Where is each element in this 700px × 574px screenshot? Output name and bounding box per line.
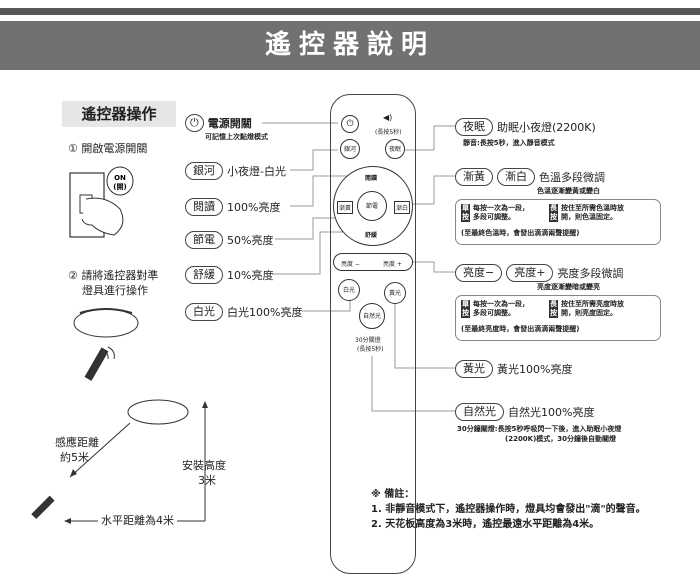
color-info-box: 單按每按一次為一段，多段可調整。 長按按住至所需色溫時放開，則色溫固定。 (至最… bbox=[455, 199, 661, 245]
reading-pill: 閱讀 bbox=[185, 198, 223, 216]
brightness-plus-button[interactable]: 亮度 + bbox=[383, 261, 402, 268]
label-power: ⏻電源開關 可記憶上次點燈模式 bbox=[185, 114, 268, 142]
notes-line-2: 2. 天花板高度為3米時，遙控最遠水平距離為4米。 bbox=[371, 519, 600, 530]
bright-info-box: 單按每按一次為一段，多段可調整。 長按按住至所需亮度時放開，則亮度固定。 (至最… bbox=[455, 295, 661, 341]
label-galaxy: 銀河小夜燈-白光 bbox=[185, 162, 286, 180]
height-value: 3米 bbox=[198, 474, 216, 487]
connector-lines bbox=[262, 122, 456, 412]
yellow-light-button[interactable]: 黃光 bbox=[384, 282, 406, 304]
bright-minus-pill: 亮度− bbox=[455, 264, 503, 282]
label-night: 夜眠助眠小夜燈(2200K) 靜音:長按5秒，進入靜音模式 bbox=[455, 118, 596, 148]
label-soothe: 舒緩 10%亮度 bbox=[185, 266, 273, 284]
natural-pill: 自然光 bbox=[455, 403, 504, 421]
white-text: 白光100%亮度 bbox=[227, 306, 303, 319]
label-yellow: 黃光黃光100%亮度 bbox=[455, 360, 572, 378]
galaxy-pill: 銀河 bbox=[185, 162, 223, 180]
reading-button[interactable]: 閱讀 bbox=[365, 175, 378, 182]
label-white: 白光白光100%亮度 bbox=[185, 303, 302, 321]
power-button[interactable]: ⏻ bbox=[341, 115, 359, 133]
light-remote-illustration bbox=[73, 308, 139, 381]
power-text: 電源開關 bbox=[207, 117, 252, 130]
on-bubble-text-2: (開) bbox=[113, 182, 126, 191]
white-light-button[interactable]: 白光 bbox=[338, 279, 360, 301]
natural-sub-1: 30分鐘關燈:長按5秒呼吸閃一下後，進入助眠小夜燈 bbox=[457, 425, 622, 433]
night-text: 助眠小夜燈(2200K) bbox=[497, 121, 596, 134]
soothe-button[interactable]: 舒緩 bbox=[365, 232, 378, 239]
yellow-pill: 黃光 bbox=[455, 360, 493, 378]
single-tag: 單按 bbox=[461, 204, 470, 222]
white-pill-right: 漸白 bbox=[497, 168, 535, 186]
label-natural: 自然光自然光100%亮度 30分鐘關燈:長按5秒呼吸閃一下後，進入助眠小夜燈 (… bbox=[455, 403, 621, 444]
save-button[interactable]: 節電 bbox=[357, 191, 387, 221]
white-button[interactable]: 漸白 bbox=[394, 201, 411, 214]
warm-button[interactable]: 漸黃 bbox=[337, 201, 354, 214]
galaxy-text: 小夜燈-白光 bbox=[227, 165, 286, 178]
soothe-pill: 舒緩 bbox=[185, 266, 223, 284]
sense-distance-label: 感應距離 bbox=[55, 436, 99, 449]
natural-text: 自然光100%亮度 bbox=[508, 406, 595, 419]
color-foot: (至最終色溫時，會發出滴滴兩聲提醒) bbox=[461, 229, 580, 237]
long-tag: 長按 bbox=[549, 300, 558, 318]
step-2-line2: 燈具進行操作 bbox=[82, 284, 148, 297]
notes: ※ 備註： 1. 非靜音模式下，遙控器操作時，燈具均會發出"滴"的聲音。 2. … bbox=[371, 487, 646, 532]
save-pill: 節電 bbox=[185, 231, 223, 249]
notes-line-1: 1. 非靜音模式下，遙控器操作時，燈具均會發出"滴"的聲音。 bbox=[371, 504, 646, 515]
soothe-text: 10%亮度 bbox=[227, 269, 274, 282]
mute-hint: (長按5秒) bbox=[375, 129, 402, 136]
top-bar bbox=[0, 8, 700, 15]
label-save: 節電 50%亮度 bbox=[185, 231, 273, 249]
step-2-line1: ② 請將遙控器對準 bbox=[68, 269, 159, 282]
yellow-text: 黃光100%亮度 bbox=[497, 363, 573, 376]
natural-light-button[interactable]: 自然光 bbox=[359, 303, 385, 329]
power-sub: 可記憶上次點燈模式 bbox=[205, 133, 268, 141]
night-sub: 靜音:長按5秒，進入靜音模式 bbox=[463, 139, 555, 147]
height-label: 安裝高度 bbox=[182, 459, 226, 472]
night-pill: 夜眠 bbox=[455, 118, 493, 136]
warm-pill: 漸黃 bbox=[455, 168, 493, 186]
label-brightness: 亮度−亮度+亮度多段微調 亮度逐漸變暗或變亮 單按每按一次為一段，多段可調整。 … bbox=[455, 264, 661, 341]
sense-distance-value: 約5米 bbox=[60, 451, 89, 464]
on-bubble-text: ON bbox=[114, 174, 126, 182]
brightness-minus-button[interactable]: 亮度 − bbox=[341, 261, 360, 268]
color-text: 色溫多段微調 bbox=[539, 171, 605, 184]
timer-hint: (長按5秒) bbox=[357, 346, 384, 353]
label-reading: 閱讀 100%亮度 bbox=[185, 198, 280, 216]
switch-hand-illustration: ON (開) bbox=[69, 166, 134, 238]
save-text: 50%亮度 bbox=[227, 234, 274, 247]
bright-text: 亮度多段微調 bbox=[557, 267, 624, 280]
step-1: ① 開啟電源開關 bbox=[68, 142, 148, 155]
power-pill: ⏻ bbox=[185, 114, 204, 132]
label-color: 漸黃漸白色溫多段微調 色溫逐漸變黃或變白 單按每按一次為一段，多段可調整。 長按… bbox=[455, 168, 661, 245]
single-tag: 單按 bbox=[461, 300, 470, 318]
night-button[interactable]: 夜眠 bbox=[385, 139, 405, 159]
bright-sub: 亮度逐漸變暗或變亮 bbox=[537, 283, 600, 291]
galaxy-button[interactable]: 銀河 bbox=[340, 139, 360, 159]
brightness-pill bbox=[333, 253, 413, 271]
remote-control: ⏻ ◀) (長按5秒) 銀河 夜眠 閱讀 漸黃 節電 漸白 舒緩 亮度 − 亮度… bbox=[330, 94, 416, 574]
section-title: 遙控器操作 bbox=[62, 101, 176, 127]
page-title: 遙控器說明 bbox=[0, 21, 700, 70]
horizontal-distance-label: 水平距離為4米 bbox=[98, 514, 177, 528]
white-pill: 白光 bbox=[185, 303, 223, 321]
natural-sub-2: (2200K)模式，30分鐘後自動關燈 bbox=[505, 435, 617, 443]
bright-plus-pill: 亮度+ bbox=[506, 264, 554, 282]
reading-text: 100%亮度 bbox=[227, 201, 281, 214]
bright-foot: (至最終亮度時，會發出滴滴兩聲提醒) bbox=[461, 325, 580, 333]
color-sub: 色溫逐漸變黃或變白 bbox=[537, 187, 600, 195]
speaker-icon: ◀) bbox=[383, 113, 393, 122]
long-tag: 長按 bbox=[549, 204, 558, 222]
notes-heading: ※ 備註： bbox=[371, 489, 415, 500]
timer-label: 30分關燈 bbox=[355, 337, 381, 344]
